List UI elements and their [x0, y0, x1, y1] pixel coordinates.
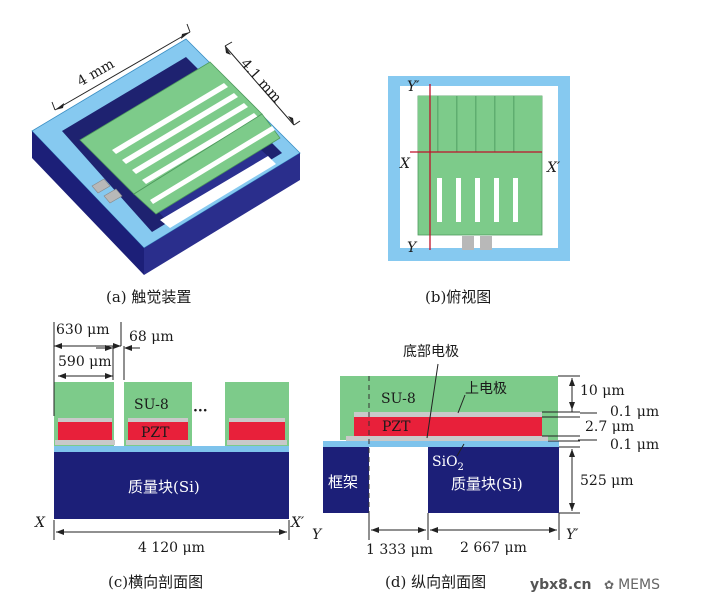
- axis-d-y-left: Y: [312, 527, 322, 543]
- sio2-label-main: SiO: [432, 454, 458, 470]
- frame-left-side: [32, 131, 144, 275]
- caption-b: (b)俯视图: [425, 288, 492, 306]
- mass-si-d: [428, 447, 559, 513]
- caption-a: (a) 触觉装置: [106, 288, 192, 306]
- top-electrode-d: [354, 412, 542, 417]
- axis-c-x-left: X: [35, 515, 45, 531]
- watermark-account-text: MEMS: [618, 577, 660, 593]
- su8-label-c: SU-8: [134, 397, 169, 413]
- dim-pzt-label: 2.7 μm: [585, 419, 635, 435]
- dim-gap-label: 68 μm: [129, 329, 174, 345]
- oxide-layer-c: [54, 446, 289, 452]
- dim-beam-label: 590 μm: [58, 354, 112, 370]
- axis-b-y-top: Y′: [407, 79, 420, 95]
- axis-c-x-right: X′: [291, 515, 305, 531]
- pzt-layer-d: [354, 417, 542, 436]
- caption-d: (d) 纵向剖面图: [385, 573, 487, 591]
- leader-top-electrode: [457, 394, 466, 414]
- frame-si-d: [323, 447, 369, 513]
- dim-top-electrode-label: 0.1 μm: [610, 404, 660, 420]
- axis-b-y-bottom: Y: [407, 240, 417, 256]
- dim-frame-gap-label: 1 333 μm: [366, 542, 433, 558]
- si-mass-c: [54, 452, 289, 519]
- bottom-electrode-label: 底部电极: [403, 344, 459, 360]
- wechat-icon: ✿: [604, 578, 615, 592]
- frame-right-side: [144, 153, 300, 275]
- contact-pad-2: [103, 188, 123, 204]
- sio2-label-sub: 2: [457, 461, 464, 473]
- frame-label-d: 框架: [328, 473, 359, 491]
- pad-b-1: [462, 236, 474, 250]
- su8-label-d: SU-8: [381, 391, 416, 407]
- dim-mass-label: 2 667 μm: [460, 540, 527, 556]
- axis-b-x-left: X: [400, 156, 410, 172]
- top-electrode-label: 上电极: [465, 381, 507, 397]
- dim-si-label: 525 μm: [580, 473, 634, 489]
- dim-bottom-electrode-label: 0.1 μm: [610, 437, 660, 453]
- caption-c: (c)横向剖面图: [108, 573, 204, 591]
- frame-opening: [160, 156, 276, 228]
- pzt-label-c: PZT: [141, 425, 170, 441]
- pzt-label-d: PZT: [382, 419, 411, 435]
- watermark-site: ybx8.cn: [530, 577, 592, 593]
- mass-label-c: 质量块(Si): [128, 478, 200, 496]
- ellipsis-label: ···: [193, 403, 208, 419]
- leader-sio2: [456, 443, 465, 457]
- axis-b-x-right: X′: [547, 160, 561, 176]
- mass-label-d: 质量块(Si): [451, 475, 523, 493]
- watermark-account: ✿MEMS: [604, 578, 660, 592]
- dim-pitch-label: 630 μm: [56, 322, 110, 338]
- pad-b-2: [480, 236, 492, 250]
- dim-total-label: 4 120 μm: [138, 540, 205, 556]
- leader-bottom-electrode: [426, 363, 439, 439]
- sio2-label: SiO2: [432, 455, 464, 473]
- contact-pad-1: [91, 178, 111, 194]
- beam-gaps: [437, 178, 518, 222]
- oxide-layer-d: [323, 441, 559, 447]
- axis-d-y-right: Y′: [566, 527, 579, 543]
- dim-su8-label: 10 μm: [580, 383, 625, 399]
- bottom-electrode-d: [346, 436, 548, 441]
